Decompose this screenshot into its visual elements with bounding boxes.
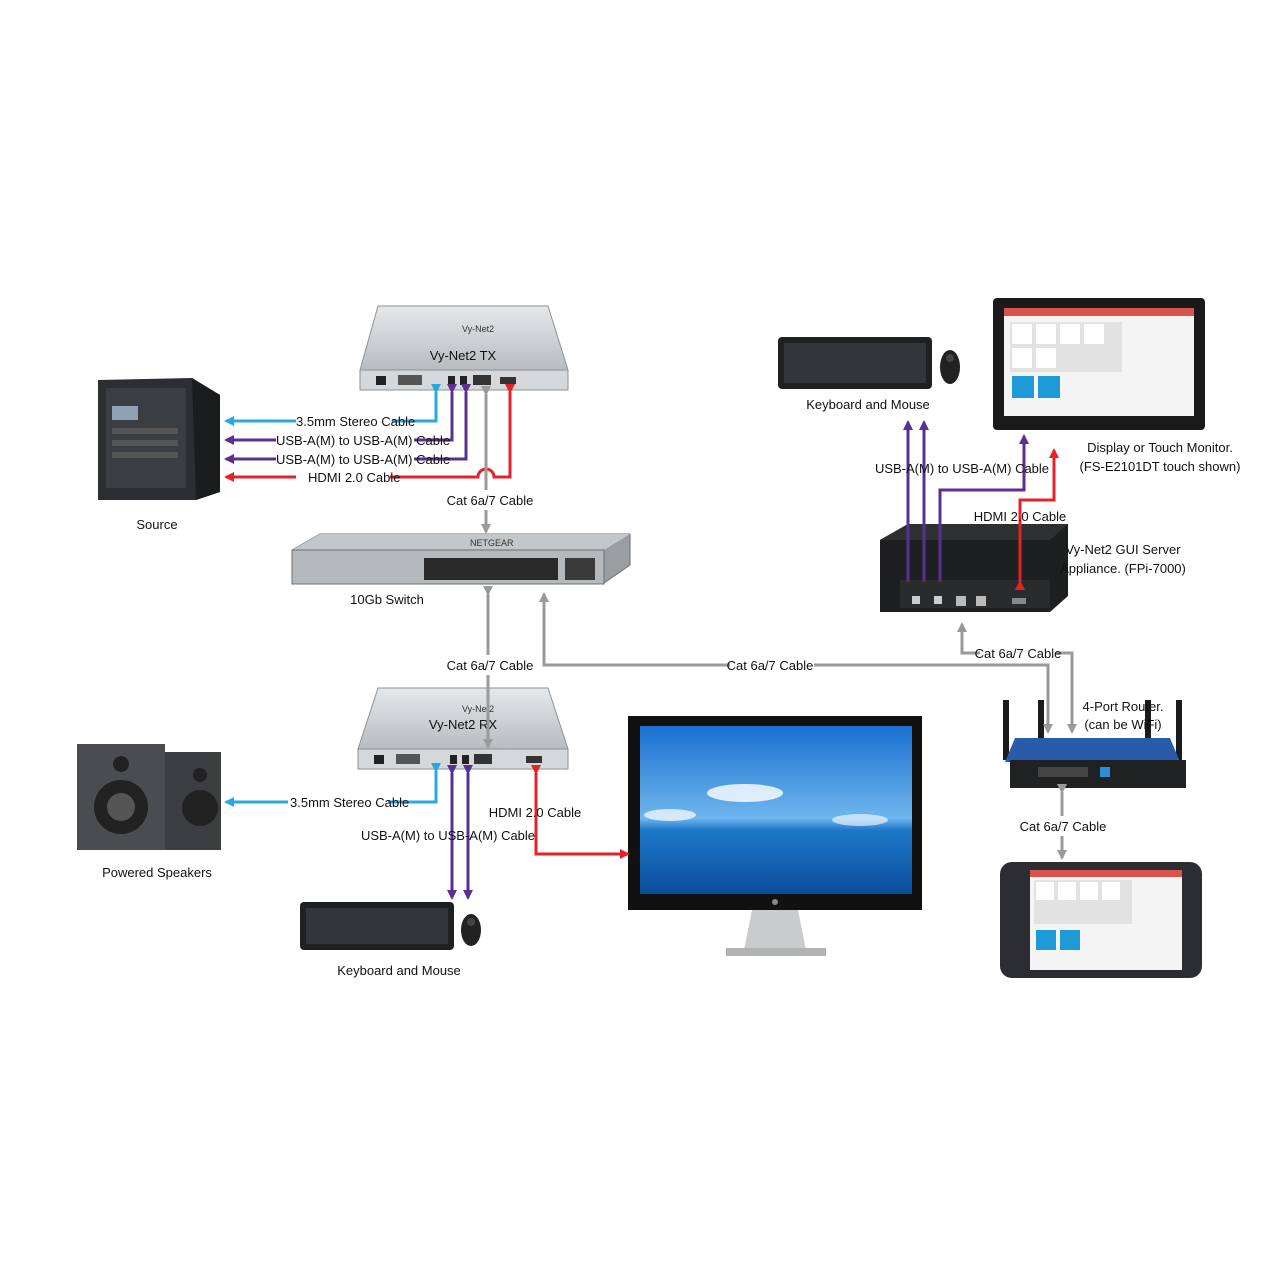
switch-brand: NETGEAR xyxy=(470,538,514,548)
source-label: Source xyxy=(136,517,177,532)
touch-monitor xyxy=(993,298,1205,430)
switch-router-line-left xyxy=(539,592,730,667)
rx-hdmi-line xyxy=(531,765,630,859)
speakers xyxy=(77,744,221,850)
switch-device: NETGEAR xyxy=(291,533,631,585)
rx-audio-label: 3.5mm Stereo Cable xyxy=(290,795,409,810)
tx-usb1-label: USB-A(M) to USB-A(M) Cable xyxy=(276,433,450,448)
server-label-1: Vy-Net2 GUI Server xyxy=(1065,542,1181,557)
server-hdmi-label: HDMI 2.0 Cable xyxy=(974,509,1066,524)
server-hdmi-line xyxy=(1015,448,1059,590)
rx-usb-label: USB-A(M) to USB-A(M) Cable xyxy=(361,828,535,843)
display-monitor xyxy=(628,716,922,956)
tx-usb1-line xyxy=(414,384,457,442)
rx-hdmi-label: HDMI 2.0 Cable xyxy=(489,805,581,820)
switch-rx-label: Cat 6a/7 Cable xyxy=(447,658,534,673)
kbm-bottom-label: Keyboard and Mouse xyxy=(337,963,461,978)
rx-logo: Vy-Net2 xyxy=(462,704,494,714)
switch-router-line-right xyxy=(814,663,1053,734)
touch-monitor-label-1: Display or Touch Monitor. xyxy=(1087,440,1233,455)
keyboard-mouse-top xyxy=(778,337,960,389)
keyboard-mouse-bottom xyxy=(300,902,481,950)
tx-usb2-line xyxy=(414,384,471,461)
tx-audio-label: 3.5mm Stereo Cable xyxy=(296,414,415,429)
router xyxy=(1003,700,1186,788)
tx-usb2-label: USB-A(M) to USB-A(M) Cable xyxy=(276,452,450,467)
kbm-top-label: Keyboard and Mouse xyxy=(806,397,930,412)
tx-device: Vy-Net2 xyxy=(359,305,569,391)
rx-label: Vy-Net2 RX xyxy=(429,717,497,732)
server-router-line-left xyxy=(957,622,980,655)
tx-audio-line xyxy=(392,384,441,423)
router-tablet-label: Cat 6a/7 Cable xyxy=(1020,819,1107,834)
rx-device: Vy-Net2 xyxy=(357,687,569,770)
router-label-1: 4-Port Router. xyxy=(1083,699,1164,714)
tx-label: Vy-Net2 TX xyxy=(430,348,497,363)
source-computer xyxy=(98,378,220,500)
tx-logo: Vy-Net2 xyxy=(462,324,494,334)
server-label-2: Appliance. (FPi-7000) xyxy=(1060,561,1186,576)
tablet xyxy=(1000,862,1202,978)
switch-label: 10Gb Switch xyxy=(350,592,424,607)
server-router-line-right xyxy=(1056,651,1077,734)
tx-switch-label: Cat 6a/7 Cable xyxy=(447,493,534,508)
rx-audio-line xyxy=(388,763,441,804)
server-router-label: Cat 6a/7 Cable xyxy=(975,646,1062,661)
switch-router-label: Cat 6a/7 Cable xyxy=(727,658,814,673)
speakers-label: Powered Speakers xyxy=(102,865,212,880)
router-label-2: (can be WiFi) xyxy=(1084,717,1161,732)
touch-monitor-label-2: (FS-E2101DT touch shown) xyxy=(1080,459,1241,474)
tx-hdmi-label: HDMI 2.0 Cable xyxy=(308,470,400,485)
server-usb-label: USB-A(M) to USB-A(M) Cable xyxy=(875,461,1049,476)
